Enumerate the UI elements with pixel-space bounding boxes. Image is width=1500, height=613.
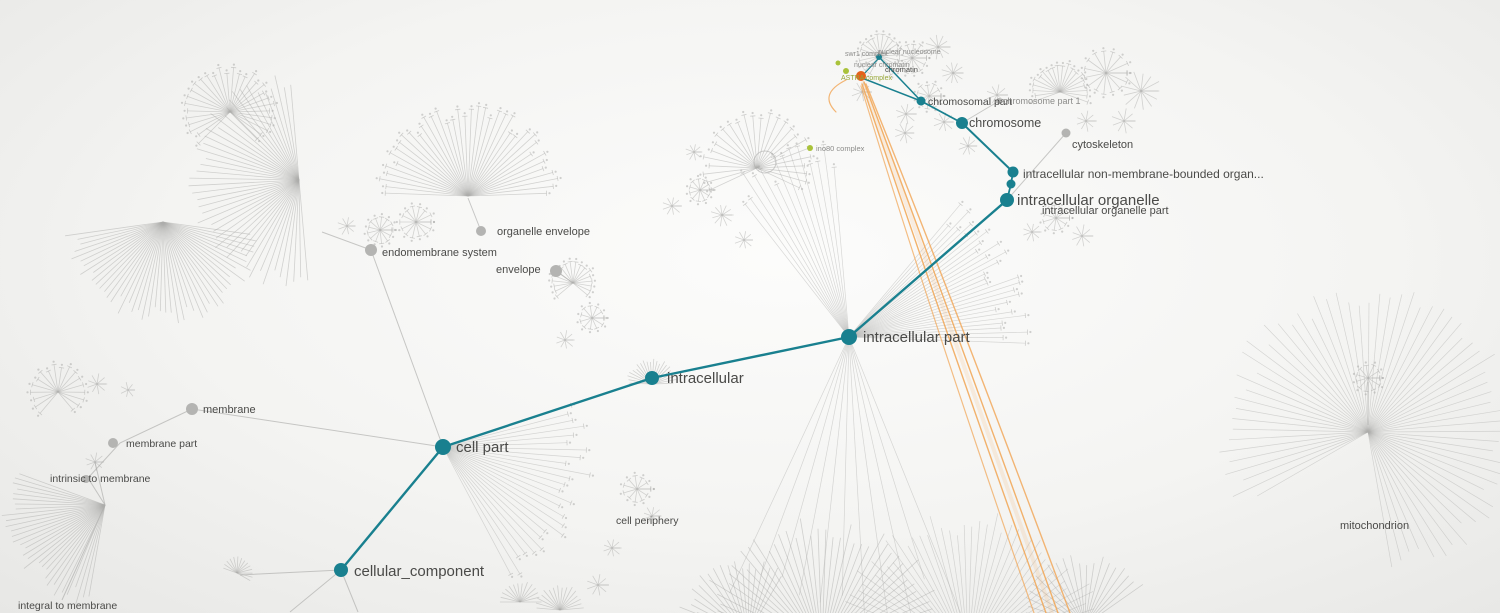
graph-node-nucleosome-cluster[interactable]	[876, 54, 882, 60]
graph-label: intracellular part	[863, 329, 971, 346]
graph-edge-teal	[441, 376, 654, 449]
orange-edges	[828, 79, 1071, 613]
graph-label: chromatin	[885, 65, 918, 74]
graph-label: ASTRA complex	[841, 75, 892, 82]
graph-node-membrane-part[interactable]	[108, 438, 118, 448]
graph-edge-gray	[1006, 132, 1067, 201]
graph-label: cytoskeleton	[1072, 139, 1133, 151]
graph-label: intrinsic to membrane	[50, 473, 151, 485]
graph-node-cytoskeleton[interactable]	[1061, 128, 1071, 138]
graph-label: chromosomal part	[928, 96, 1012, 108]
graph-edge-gray	[340, 569, 359, 613]
graph-edge-gray	[289, 569, 342, 613]
graph-node-intracellular-part[interactable]	[841, 329, 857, 345]
graph-label: ino80 complex	[816, 144, 865, 153]
graph-label: nuclear nucleosome	[878, 49, 941, 56]
graph-edge-gray	[87, 477, 106, 506]
graph-edge-gray	[61, 504, 106, 601]
graph-label: chromosome	[969, 116, 1041, 130]
graph-edge-orange	[828, 79, 847, 113]
graph-edge-gray	[321, 231, 372, 251]
graph-node-chromosomal-part[interactable]	[916, 96, 926, 106]
graph-label: organelle envelope	[497, 226, 590, 238]
graph-nodes	[82, 54, 1071, 577]
graph-edge-gray	[191, 408, 444, 448]
ring-mark	[753, 150, 777, 174]
graph-label: envelope	[496, 264, 541, 276]
graph-node-intracellular[interactable]	[645, 371, 659, 385]
graph-edge-orange	[861, 83, 1047, 613]
graph-label: membrane	[203, 404, 256, 416]
graph-label: cellular_component	[354, 563, 485, 580]
graph-edge-gray	[961, 100, 1000, 124]
graph-edge-gray	[94, 461, 106, 506]
graph-node-astra-complex[interactable]	[843, 68, 849, 74]
graph-label: endomembrane system	[382, 247, 497, 259]
graph-node-organelle-envelope[interactable]	[476, 226, 486, 236]
graph-node-nucleosome[interactable]	[856, 71, 866, 81]
graph-edge-orange	[863, 81, 1059, 613]
graph-edge-gray	[239, 569, 342, 576]
graph-edge-gray	[87, 442, 121, 479]
graph-label: integral to membrane	[18, 600, 117, 612]
graph-node-chromosome-part[interactable]	[996, 98, 1002, 104]
graph-edge-teal	[861, 56, 881, 77]
graph-edge-orange	[865, 83, 1071, 613]
graph-node-intracellular-organelle-part[interactable]	[1006, 179, 1016, 189]
graph-edge-teal	[961, 122, 1014, 173]
graph-node-cell-part[interactable]	[435, 439, 451, 455]
graph-node-ino80-complex[interactable]	[807, 145, 813, 151]
graph-label: swr1 complex	[845, 51, 888, 58]
graph-label: mitochondrion	[1340, 520, 1409, 532]
graph-node-endomembrane-system[interactable]	[365, 244, 377, 256]
graph-edge-gray	[467, 197, 482, 232]
graph-node-chromosome[interactable]	[956, 117, 968, 129]
graph-label: cell periphery	[616, 515, 679, 527]
graph-node-membrane[interactable]	[186, 403, 198, 415]
graph-edge-teal	[861, 77, 922, 102]
graph-label: intracellular	[667, 370, 744, 387]
graph-node-intracellular-non-membrane-bounded-organelle[interactable]	[1007, 166, 1019, 178]
graph-node-chromatin-node[interactable]	[835, 60, 841, 66]
graph-edge-teal	[847, 198, 1009, 339]
graph-edge-teal	[339, 445, 445, 572]
graph-label: intracellular non-membrane-bounded organ…	[1023, 167, 1264, 181]
graph-node-intracellular-organelle[interactable]	[1000, 193, 1014, 207]
graph-edge-orange	[860, 85, 1035, 613]
graph-edge-orange	[861, 81, 1054, 613]
graph-label: chromosome part 1	[1003, 96, 1081, 106]
graph-edge-teal	[920, 100, 963, 124]
graph-node-envelope[interactable]	[550, 265, 562, 277]
graph-edge-gray	[119, 408, 193, 444]
graph-label: membrane part	[126, 438, 197, 450]
graph-edge-teal	[650, 335, 851, 380]
graph-label: intracellular organelle	[1017, 192, 1160, 209]
graph-node-cellular-component[interactable]	[334, 563, 348, 577]
graph-edge-gray	[370, 249, 444, 448]
gray-edges	[61, 100, 1369, 613]
graph-label: intracellular organelle part	[1042, 205, 1169, 217]
graph-node-intrinsic-to-membrane[interactable]	[82, 475, 90, 483]
edge-fans	[1, 30, 1500, 613]
graph-label: cell part	[456, 439, 509, 456]
ring-marks	[753, 150, 777, 174]
graph-edge-teal	[878, 56, 922, 102]
graph-label: nuclear chromatin	[854, 62, 910, 69]
